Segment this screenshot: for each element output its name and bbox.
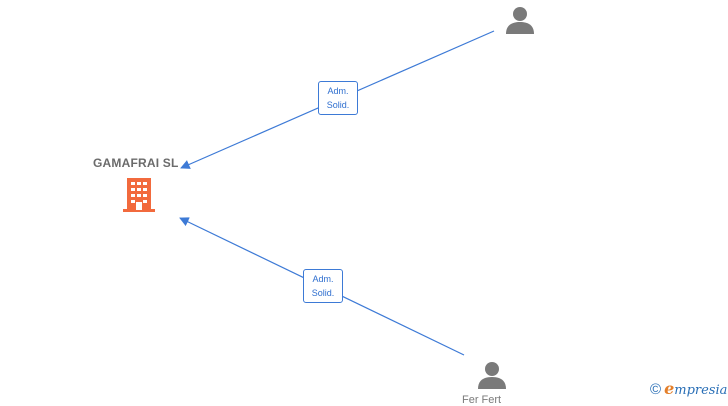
brand-logo[interactable]: ©empresia — [650, 379, 727, 398]
brand-wordmark: mpresia — [674, 383, 728, 398]
person-name[interactable]: Fer Fert — [462, 394, 502, 406]
relation-line1: Adm. — [312, 274, 334, 284]
company-name[interactable]: GAMAFRAI SL — [93, 156, 179, 170]
relation-line1: Adm. — [327, 86, 349, 96]
relation-line2: Solid. — [311, 288, 335, 298]
person-icon[interactable] — [505, 5, 535, 35]
building-icon[interactable] — [122, 177, 156, 213]
person-icon[interactable] — [477, 360, 507, 390]
brand-initial: e — [664, 379, 675, 398]
relation-label: Adm. Solid. — [303, 269, 343, 303]
copyright-symbol: © — [650, 381, 662, 398]
relation-label: Adm. Solid. — [318, 81, 358, 115]
relation-line2: Solid. — [326, 100, 350, 110]
